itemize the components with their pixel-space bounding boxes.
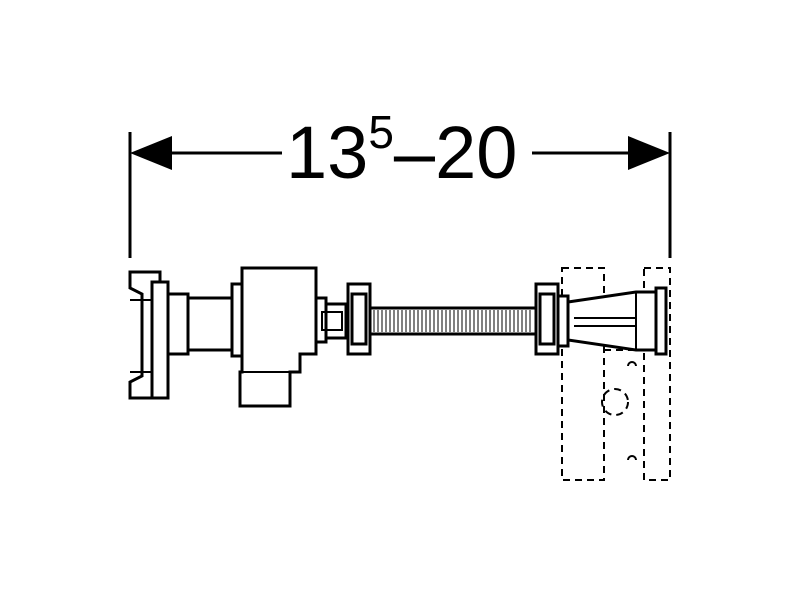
nut-right: [534, 282, 560, 356]
corrugated-hose: [368, 306, 538, 336]
cistern-outline-dashed: [561, 267, 671, 481]
dashed-panel-right: [643, 267, 671, 481]
small-hook-lower: [627, 455, 637, 461]
dimension-superscript: 5: [368, 106, 394, 158]
dimension-base: 13: [286, 111, 368, 194]
dimension-value: 135–20: [286, 106, 517, 194]
fill-valve-connector: [556, 286, 668, 356]
arrowhead-right: [628, 136, 670, 170]
dimension-separator: –: [394, 111, 436, 194]
dimension-upper: 20: [435, 111, 517, 194]
dimension-line: 135–20: [128, 106, 672, 258]
small-hook-upper: [627, 361, 637, 367]
wall-bracket: [128, 270, 170, 400]
dashed-circle: [601, 388, 629, 416]
valve-connector-inner: [321, 311, 343, 331]
connector-clip: [654, 286, 668, 356]
nut-left-face: [350, 292, 368, 346]
hose-body: [368, 306, 538, 336]
valve-neck: [186, 296, 234, 352]
connector-body: [566, 290, 666, 352]
nut-left: [346, 282, 372, 356]
dashed-panel-left: [561, 267, 605, 481]
valve-assembly: [166, 266, 348, 408]
nut-right-face: [538, 292, 556, 346]
valve-housing: [238, 266, 318, 408]
valve-collar: [166, 292, 190, 356]
bracket-flange: [150, 280, 170, 400]
arrowhead-left: [130, 136, 172, 170]
hose-ribs: [373, 310, 531, 332]
